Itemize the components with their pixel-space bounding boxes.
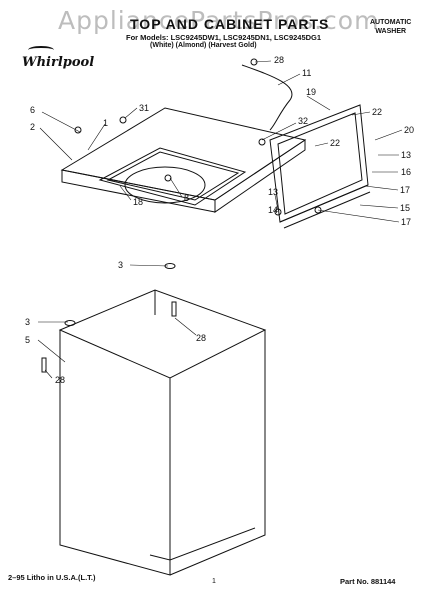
callout-label: 19	[306, 87, 316, 97]
model-list: For Models: LSC9245DW1, LSC9245DN1, LSC9…	[126, 33, 322, 42]
callout-label: 8	[184, 193, 189, 203]
brand-swoosh-icon	[28, 46, 54, 54]
part-number: Part No. 881144	[340, 577, 396, 586]
wire-harness	[241, 64, 293, 131]
page-title: TOP AND CABINET PARTS	[130, 16, 330, 32]
callout-label: 28	[274, 55, 284, 65]
callout-label: 31	[139, 103, 149, 113]
callout-label: 18	[133, 197, 143, 207]
callout-label: 15	[400, 203, 410, 213]
product-type-line2: WASHER	[375, 28, 407, 35]
product-type-label: AUTOMATIC WASHER	[370, 18, 411, 36]
callout-label: 11	[302, 68, 311, 78]
callout-label: 3	[118, 260, 123, 270]
color-list: (White) (Almond) (Harvest Gold)	[150, 42, 257, 49]
product-type-line1: AUTOMATIC	[370, 19, 412, 26]
callout-label: 13	[401, 150, 411, 160]
callout-label: 3	[25, 317, 30, 327]
top-panel	[60, 107, 307, 213]
cabinet	[58, 289, 267, 576]
callout-label: 13	[268, 187, 278, 197]
hardware	[41, 58, 322, 373]
callout-label: 32	[298, 116, 308, 126]
callout-label: 2	[30, 122, 35, 132]
leader-lines	[37, 60, 403, 379]
callout-label: 22	[330, 138, 340, 148]
callout-label: 17	[400, 185, 410, 195]
callout-label: 22	[372, 107, 382, 117]
watermark: AppliancePartsPros.com	[58, 6, 380, 35]
callout-label: 28	[55, 375, 65, 385]
callout-label: 1	[103, 118, 108, 128]
callout-label: 5	[25, 335, 30, 345]
callout-label: 28	[196, 333, 206, 343]
brand-logo: Whirlpool	[22, 55, 95, 70]
callout-label: 17	[401, 217, 411, 227]
callout-label: 16	[401, 167, 411, 177]
callout-label: 14	[268, 205, 278, 215]
lid	[269, 104, 371, 229]
page-number: 1	[212, 578, 216, 585]
callout-label: 6	[30, 105, 35, 115]
callout-label: 20	[404, 125, 414, 135]
print-code: 2–95 Litho in U.S.A.(L.T.)	[8, 573, 96, 582]
